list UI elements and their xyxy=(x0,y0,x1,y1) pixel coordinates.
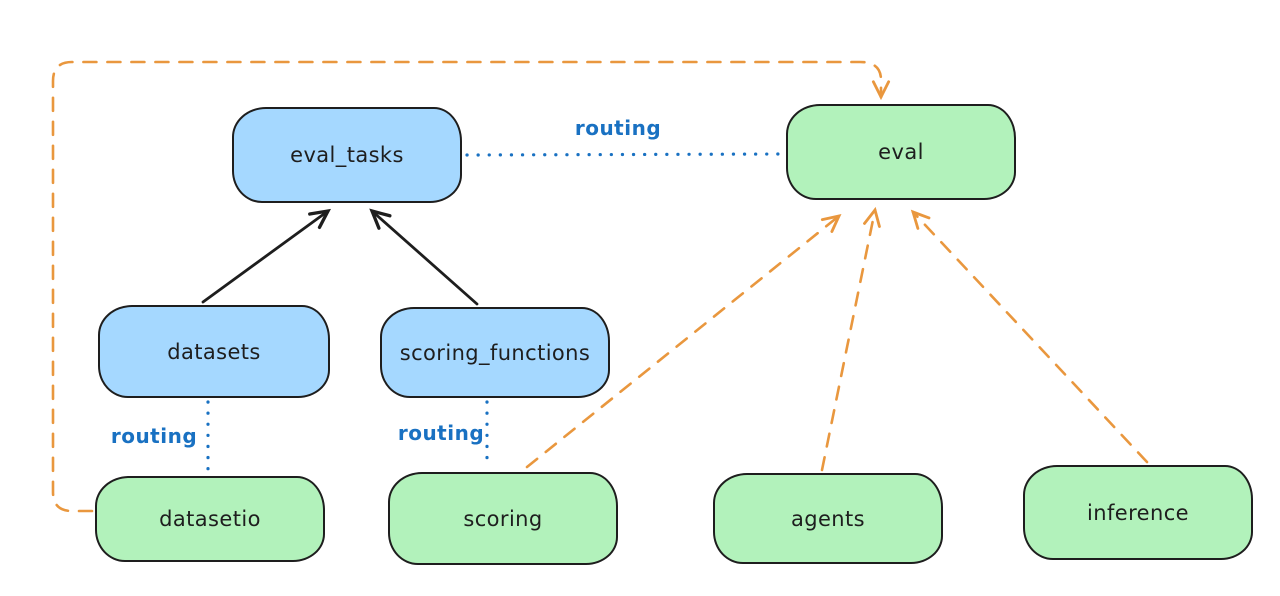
node-datasets: datasets xyxy=(98,305,330,398)
node-inference: inference xyxy=(1023,465,1253,560)
node-datasetio: datasetio xyxy=(95,476,325,562)
node-inference-label: inference xyxy=(1087,500,1189,525)
node-eval-label: eval xyxy=(878,140,924,164)
node-eval-tasks: eval_tasks xyxy=(232,107,462,203)
node-eval-tasks-label: eval_tasks xyxy=(290,143,404,167)
edge-datasetio-to-eval xyxy=(51,60,891,513)
edge-inference-to-eval xyxy=(910,209,1149,464)
edge-label-routing-datasets: routing xyxy=(110,424,198,448)
edge-agents-to-eval xyxy=(820,206,881,472)
edge-label-routing-top: routing xyxy=(574,116,662,140)
node-scoring-functions-label: scoring_functions xyxy=(399,340,591,365)
node-datasetio-label: datasetio xyxy=(159,507,261,531)
node-eval: eval xyxy=(786,104,1016,200)
edge-datasets-to-eval_tasks xyxy=(201,208,331,304)
node-agents: agents xyxy=(713,473,943,564)
node-datasets-label: datasets xyxy=(167,339,261,364)
node-agents-label: agents xyxy=(790,506,865,531)
edge-label-routing-scoring: routing xyxy=(397,421,485,445)
node-scoring-label: scoring xyxy=(463,506,543,531)
edge-scoring-to-eval xyxy=(525,214,842,469)
edge-scoring_functions-to-eval_tasks xyxy=(369,208,479,306)
edge-eval_tasks-to-eval-routing xyxy=(465,152,784,157)
node-scoring: scoring xyxy=(388,472,618,565)
node-scoring-functions: scoring_functions xyxy=(380,307,610,398)
